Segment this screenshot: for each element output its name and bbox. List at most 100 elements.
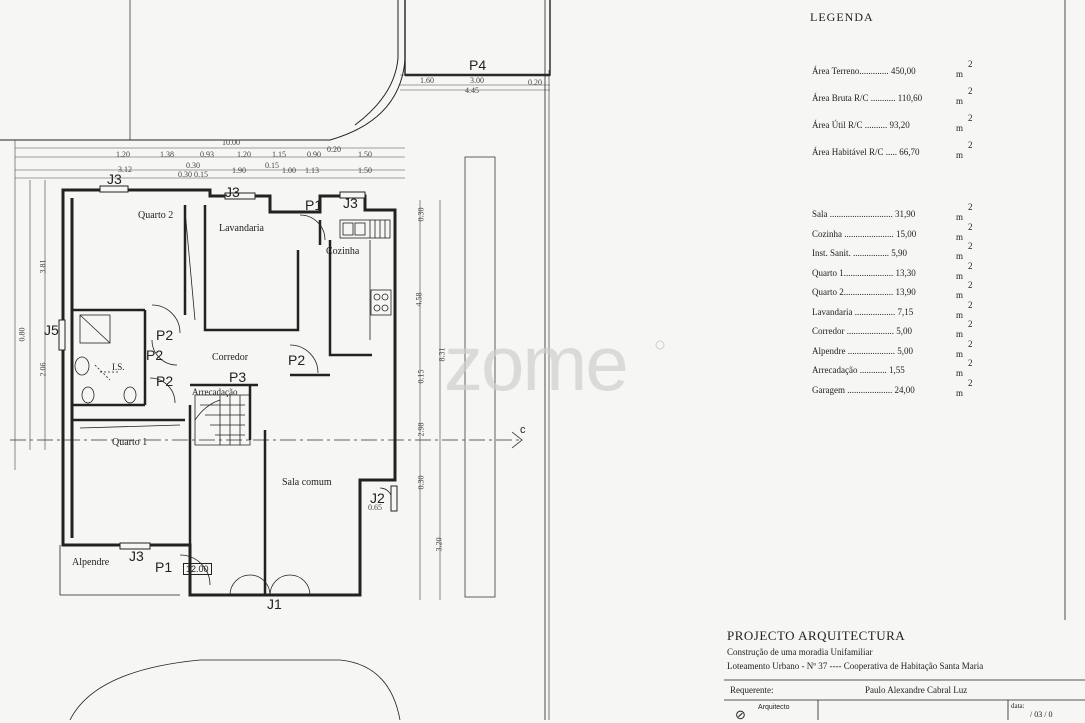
legend-row-exponent: 2 [968, 377, 973, 388]
code-j5: J5 [44, 322, 59, 338]
dim: 1.50 [358, 166, 372, 175]
legend-row-label: Área Útil R/C .......... 93,20 [812, 120, 910, 130]
code-p2: P2 [288, 352, 306, 368]
legend-row-label: Arrecadação ............ 1,55 [812, 365, 905, 375]
dim: 4.58 [414, 292, 424, 307]
dim: 0.30 [416, 207, 426, 222]
level-marker: 12.00 [183, 563, 212, 575]
dim: 0.90 [307, 150, 321, 159]
arquitecto-label: Arquitecto [758, 704, 790, 711]
legend-row-unit: m [956, 231, 964, 242]
legend-row-label: Inst. Sanit. ................ 5,90 [812, 248, 908, 258]
watermark: zome [444, 319, 629, 407]
dim: 4.45 [465, 86, 479, 95]
legend-row-exponent: 2 [968, 86, 973, 96]
dim: 2.98 [416, 422, 426, 437]
legend-row-exponent: 2 [968, 299, 973, 310]
requerente-label: Requerente: [730, 685, 774, 695]
dim: 8.31 [437, 347, 447, 362]
code-j3: J3 [343, 195, 358, 211]
dim: 0.65 [368, 503, 382, 512]
legend-row-unit: m [956, 387, 964, 398]
project-title: PROJECTO ARQUITECTURA [727, 628, 906, 643]
architect-seal-icon: ⊘ [735, 707, 746, 722]
legend-row-label: Lavandaria .................. 7,15 [812, 306, 914, 317]
legend-row-label: Quarto 2...................... 13,90 [812, 287, 916, 297]
dim: 1.60 [420, 76, 434, 85]
room-cozinha: Cozinha [326, 246, 360, 257]
legend-row-label: Área Bruta R/C ........... 110,60 [812, 93, 923, 103]
legend-row-label: Cozinha ...................... 15,00 [812, 228, 917, 239]
data-value: / 03 / 0 [1030, 710, 1053, 719]
section-mark-c: c [520, 424, 526, 436]
legend-row-exponent: 2 [968, 59, 973, 69]
dim: 1.50 [358, 150, 372, 159]
legend-row-exponent: 2 [968, 202, 973, 212]
room-alpendre: Alpendre [72, 557, 110, 568]
dim: 0.30 [416, 475, 426, 490]
boundary-line [0, 0, 406, 141]
dim: 1.20 [116, 150, 130, 159]
legend-title: LEGENDA [810, 10, 874, 24]
data-label: data: [1011, 702, 1025, 710]
legend-row-label: Sala ............................ 31,90 [812, 209, 916, 219]
room-quarto-1: Quarto 1 [112, 437, 148, 448]
legend-row-label: Área Terreno............. 450,00 [812, 66, 916, 76]
legend-row-unit: m [956, 329, 964, 339]
dim: 0.80 [17, 327, 27, 342]
dim: 1.15 [272, 150, 286, 159]
legend-row-unit: m [956, 123, 964, 133]
legend-row-label: Quarto 1...................... 13,30 [812, 267, 916, 278]
legend-row-exponent: 2 [968, 241, 973, 251]
legend-row-label: Alpendre ..................... 5,00 [812, 345, 913, 356]
dim: 0.15 [416, 369, 426, 384]
dim: 3.00 [470, 76, 484, 85]
dim-total-width: 10.00 [222, 138, 240, 147]
dim: 0.15 [265, 161, 279, 170]
legend-row-exponent: 2 [968, 260, 973, 271]
legend-row-unit: m [956, 270, 964, 281]
dim: 1.00 [282, 166, 296, 175]
legend-row-exponent: 2 [968, 221, 973, 232]
legend-row-unit: m [956, 150, 964, 160]
legend-row-exponent: 2 [968, 319, 973, 329]
code-j3: J3 [107, 171, 122, 187]
code-p2: P2 [146, 347, 164, 363]
dim: 1.13 [305, 166, 319, 175]
code-j3: J3 [225, 184, 240, 200]
dim: 1.38 [160, 150, 174, 159]
requerente-value: Paulo Alexandre Cabral Luz [865, 685, 968, 695]
room-lavandaria: Lavandaria [219, 223, 264, 234]
legend-row-unit: m [956, 69, 964, 79]
code-p2: P2 [156, 327, 174, 343]
project-line-1: Construção de uma moradia Unifamiliar [727, 647, 873, 657]
legend-row-exponent: 2 [968, 358, 973, 368]
code-p1: P1 [305, 197, 323, 213]
dim: 1.90 [232, 166, 246, 175]
legend-row-unit: m [956, 368, 964, 378]
dim: 1.20 [237, 150, 251, 159]
code-p2: P2 [156, 373, 174, 389]
legend-row-label: Garagem .................... 24,00 [812, 384, 915, 395]
project-line-2: Loteamento Urbano - Nº 37 ---- Cooperati… [727, 661, 984, 671]
room-corredor: Corredor [212, 352, 249, 363]
dim: 3.81 [38, 259, 48, 274]
legend-row-exponent: 2 [968, 140, 973, 150]
code-p1: P1 [155, 559, 173, 575]
dim: 3.20 [434, 537, 444, 552]
room-quarto-2: Quarto 2 [138, 210, 174, 221]
legend-row-label: Corredor ..................... 5,00 [812, 326, 912, 336]
code-p4: P4 [469, 57, 487, 73]
